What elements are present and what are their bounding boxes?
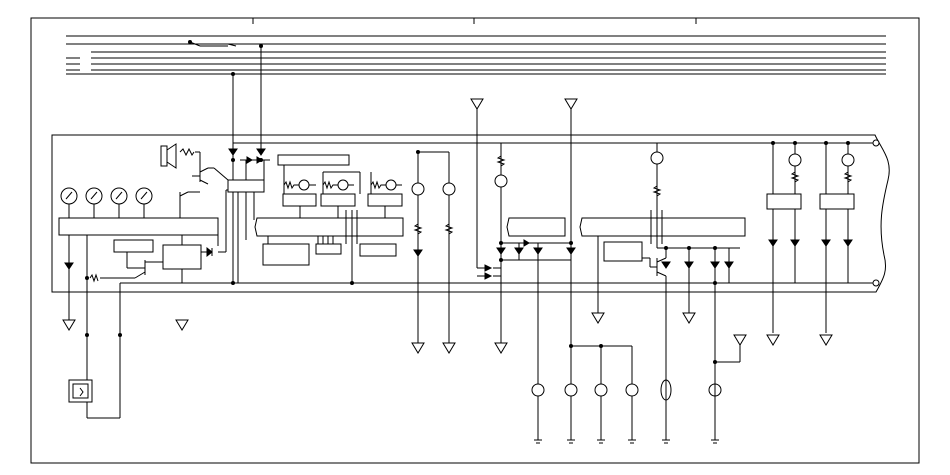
- down-arrow-icon: [591, 312, 605, 324]
- diode-icon: [661, 261, 671, 269]
- switch-unit-icon: [68, 379, 93, 418]
- bus-feeds: [232, 46, 262, 283]
- sensor-icon: [625, 383, 639, 397]
- lamp-icon: [298, 179, 310, 191]
- center-right-wiring: [476, 109, 572, 440]
- module-mid-lower-b: [315, 243, 342, 255]
- center-diode-group: [496, 239, 576, 440]
- diode-icon: [710, 261, 720, 269]
- wide-module-mid: [254, 217, 404, 237]
- top-bus-lines: [66, 35, 886, 75]
- sensor-icon: [564, 383, 578, 397]
- module-mid-lower-c: [359, 243, 397, 257]
- diode-icon: [724, 261, 734, 269]
- down-arrow-icon: [494, 342, 508, 354]
- diode-icon: [768, 239, 778, 247]
- lamp-row: [283, 165, 402, 194]
- input-arrow-icon: [564, 98, 578, 110]
- lamp-column-a: [411, 152, 425, 354]
- module-mid-lower-a: [262, 243, 310, 266]
- diode-icon: [843, 239, 853, 247]
- left-bottom-outputs: [62, 235, 233, 419]
- lamp-icon: [385, 179, 397, 191]
- module-left-a: [113, 239, 154, 253]
- diode-icon: [64, 262, 74, 270]
- ground-symbols: [534, 439, 719, 444]
- right-module-pair-a: [766, 143, 802, 346]
- module-right-a: [766, 193, 802, 210]
- module-right-b: [819, 193, 855, 210]
- diode-icon: [496, 247, 506, 255]
- lamp-icon: [442, 182, 456, 196]
- control-wiring: [237, 159, 270, 283]
- diode-icon: [790, 239, 800, 247]
- gauge-cluster: [58, 187, 219, 236]
- mid-wiring: [267, 210, 358, 283]
- diode-icon: [821, 239, 831, 247]
- diode-icon: [484, 264, 493, 272]
- down-arrow-icon: [442, 342, 456, 354]
- down-arrow-icon: [411, 342, 425, 354]
- module-mid-b: [320, 193, 356, 207]
- diode-icon: [246, 156, 253, 164]
- input-arrow-icon: [733, 334, 747, 346]
- frame-ticks: [252, 18, 697, 24]
- diode-icon: [484, 272, 493, 280]
- input-arrow-icon: [470, 98, 484, 110]
- diode-icon: [566, 247, 576, 255]
- lamp-icon: [788, 153, 802, 167]
- down-arrow-icon: [62, 319, 76, 331]
- lamp-icon: [650, 151, 664, 165]
- diode-icon: [228, 148, 238, 156]
- transistor-icon: [179, 152, 229, 218]
- lamp-column-b: [418, 151, 456, 354]
- module-left-b: [162, 244, 202, 270]
- lamp-icon: [841, 153, 855, 167]
- diode-icon: [684, 261, 694, 269]
- module-right-small: [603, 241, 643, 262]
- left-internal-wiring: [100, 189, 230, 283]
- main-panel: [51, 134, 890, 293]
- buzzer-icon: [160, 143, 200, 169]
- terminal-top-right: [872, 139, 880, 147]
- sensor-icons: [531, 379, 722, 401]
- cluster-module: [58, 217, 219, 236]
- terminal-bottom-right: [872, 279, 880, 287]
- sensor-icon: [531, 383, 545, 397]
- diode-icon: [256, 148, 266, 156]
- module-mid-c: [367, 193, 403, 207]
- right-module-pair-b: [819, 143, 855, 346]
- lamp-icon: [494, 174, 508, 188]
- wide-module-center: [506, 217, 566, 237]
- down-arrow-icon: [175, 319, 189, 331]
- sensor-icon: [594, 383, 608, 397]
- down-arrow-icon: [819, 334, 833, 346]
- lamp-icon: [411, 182, 425, 196]
- control-box: [227, 179, 265, 193]
- diode-icon: [413, 249, 423, 257]
- lamp-icon: [337, 179, 349, 191]
- module-mid-a: [282, 193, 317, 207]
- panel-rails: [233, 142, 875, 284]
- down-arrow-icon: [766, 334, 780, 346]
- diode-icon: [523, 239, 530, 247]
- down-arrow-icon: [682, 312, 696, 324]
- diode-icon: [206, 246, 213, 258]
- module-mid-top: [277, 154, 350, 166]
- frame: [30, 17, 920, 464]
